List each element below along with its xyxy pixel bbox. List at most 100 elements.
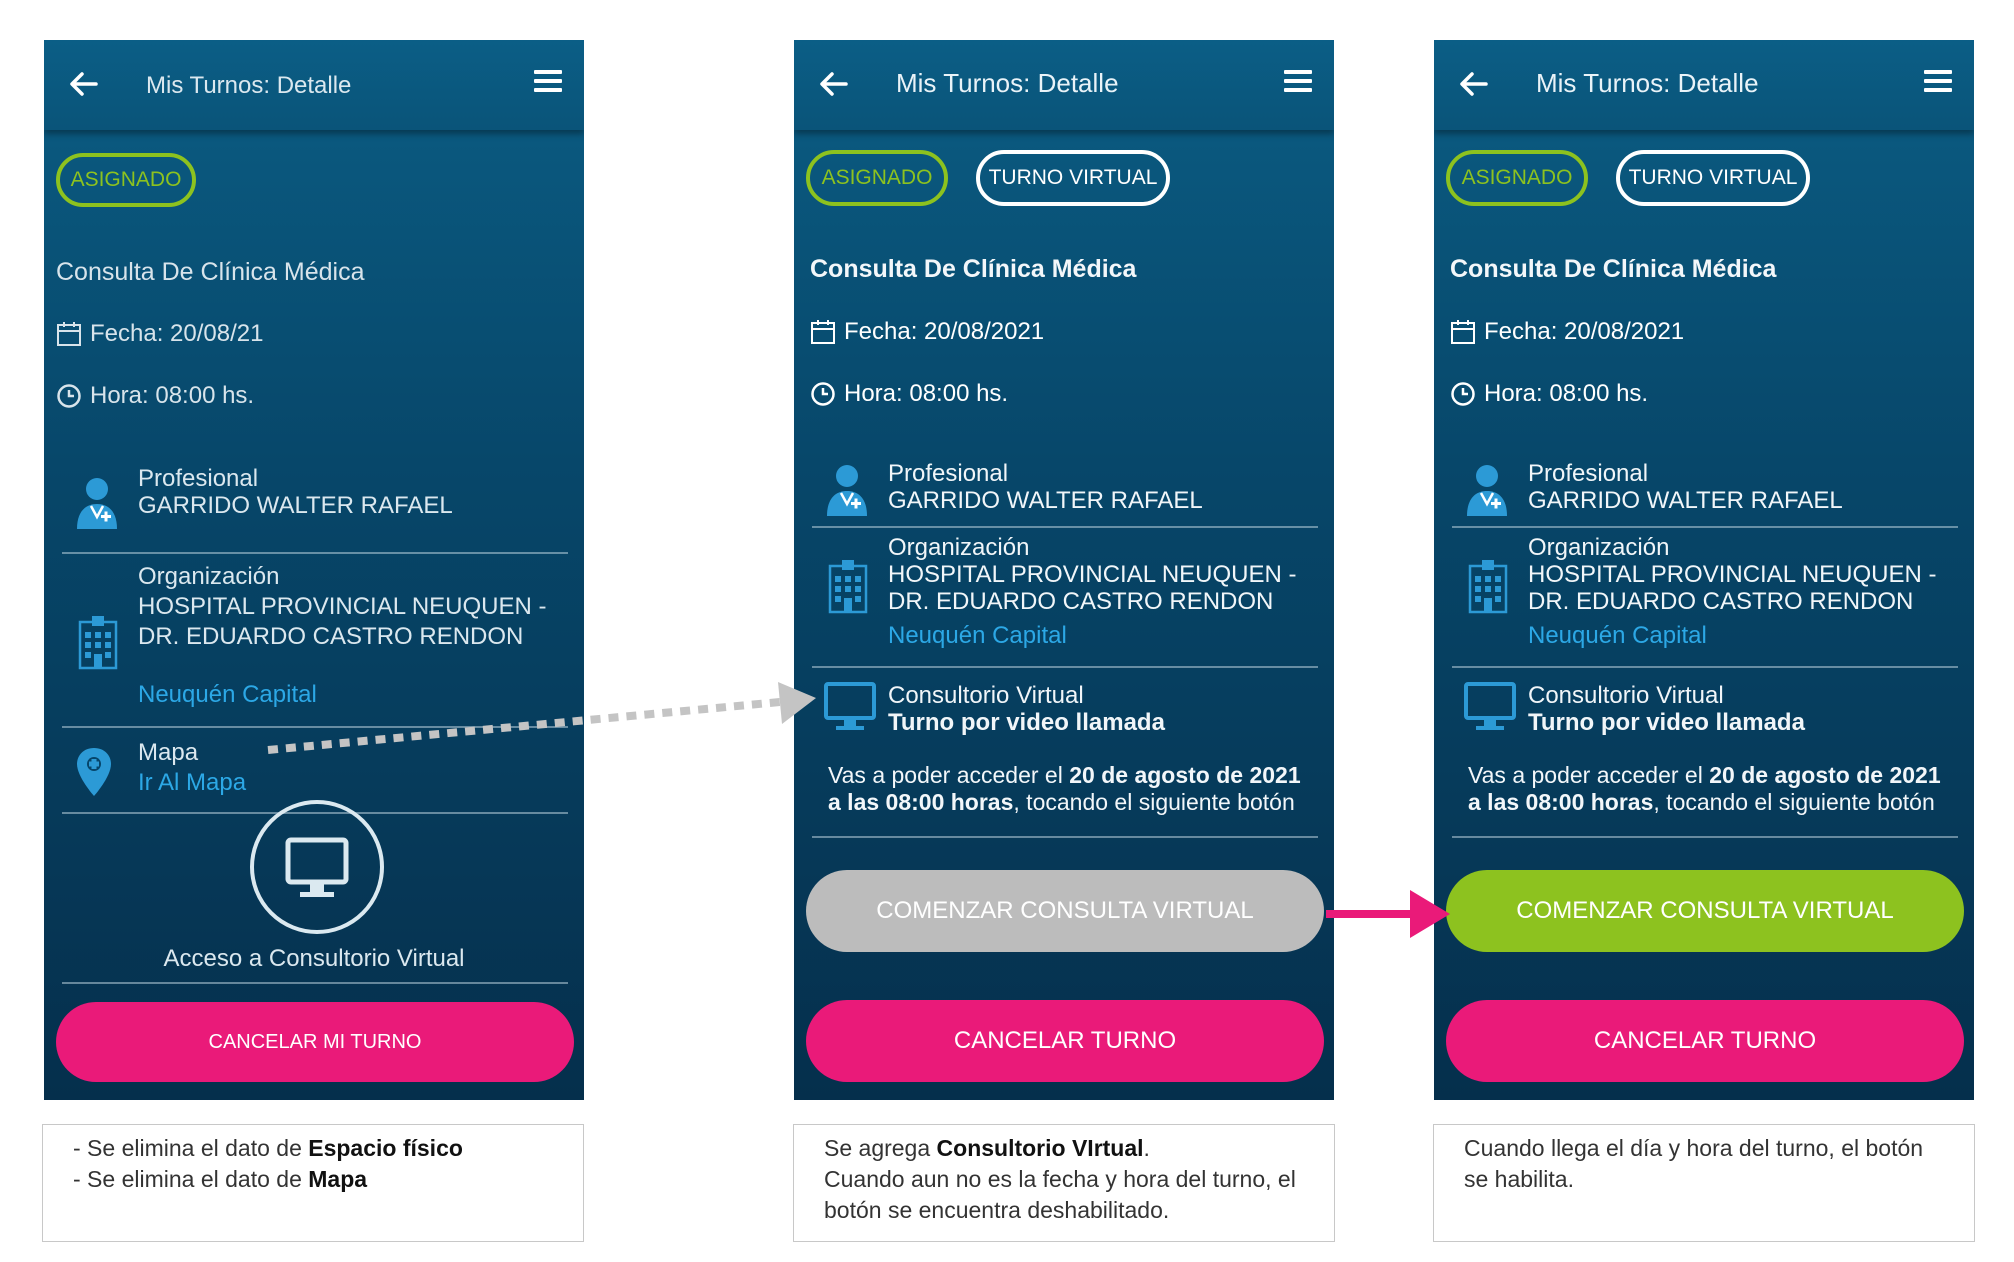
clock-icon bbox=[811, 382, 835, 406]
time-text: Hora: 08:00 hs. bbox=[90, 382, 255, 409]
professional-item: Profesional GARRIDO WALTER RAFAEL bbox=[1452, 452, 1958, 522]
hospital-building-icon bbox=[828, 560, 868, 614]
date-text: Fecha: 20/08/21 bbox=[90, 320, 264, 347]
time-row: Hora: 08:00 hs. bbox=[1450, 380, 1648, 408]
virtual-access-label: Acceso a Consultorio Virtual bbox=[163, 945, 465, 972]
virtual-office-item: Consultorio Virtual Turno por video llam… bbox=[812, 676, 1318, 746]
app-bar: Mis Turnos: Detalle bbox=[1434, 40, 1974, 130]
date-text: Fecha: 20/08/2021 bbox=[1484, 318, 1685, 345]
organization-label: Organización bbox=[888, 534, 1030, 561]
organization-item: Organización HOSPITAL PROVINCIAL NEUQUEN… bbox=[812, 534, 1318, 664]
professional-name: GARRIDO WALTER RAFAEL bbox=[138, 492, 453, 519]
start-virtual-consultation-button[interactable]: COMENZAR CONSULTA VIRTUAL bbox=[806, 870, 1324, 952]
divider bbox=[62, 552, 568, 554]
professional-item: Profesional GARRIDO WALTER RAFAEL bbox=[812, 452, 1318, 522]
divider bbox=[1452, 526, 1958, 528]
divider bbox=[812, 666, 1318, 668]
professional-item: Profesional GARRIDO WALTER RAFAEL bbox=[62, 455, 568, 545]
status-chip-asignado: ASIGNADO bbox=[1446, 150, 1588, 206]
date-text: Fecha: 20/08/2021 bbox=[844, 318, 1045, 345]
organization-item: Organización HOSPITAL PROVINCIAL NEUQUEN… bbox=[1452, 534, 1958, 664]
divider bbox=[62, 982, 568, 984]
back-arrow-icon[interactable] bbox=[816, 66, 852, 102]
time-text: Hora: 08:00 hs. bbox=[1484, 380, 1649, 407]
access-date: 20 de agosto de 2021 bbox=[1709, 762, 1941, 788]
note-text: Cuando llega el día y hora del turno, el… bbox=[1464, 1135, 1924, 1161]
hospital-building-icon bbox=[1468, 560, 1508, 614]
calendar-icon bbox=[57, 322, 81, 346]
hamburger-menu-icon[interactable] bbox=[1284, 70, 1312, 94]
organization-name-line1: HOSPITAL PROVINCIAL NEUQUEN - bbox=[1528, 561, 1937, 588]
note-box-button-enabled: Cuando llega el día y hora del turno, el… bbox=[1433, 1124, 1975, 1242]
doctor-icon bbox=[1467, 465, 1507, 516]
consultation-title: Consulta De Clínica Médica bbox=[1450, 255, 1777, 283]
hamburger-menu-icon[interactable] bbox=[534, 70, 562, 94]
start-virtual-consultation-button[interactable]: COMENZAR CONSULTA VIRTUAL bbox=[1446, 870, 1964, 952]
back-arrow-icon[interactable] bbox=[66, 66, 102, 102]
back-arrow-icon[interactable] bbox=[1456, 66, 1492, 102]
professional-name: GARRIDO WALTER RAFAEL bbox=[1528, 487, 1843, 514]
organization-city: Neuquén Capital bbox=[138, 681, 317, 708]
date-row: Fecha: 20/08/2021 bbox=[1450, 318, 1684, 346]
consultation-title: Consulta De Clínica Médica bbox=[810, 255, 1137, 283]
time-text: Hora: 08:00 hs. bbox=[844, 380, 1009, 407]
type-chip-turno-virtual: TURNO VIRTUAL bbox=[976, 150, 1170, 206]
professional-label: Profesional bbox=[138, 465, 259, 492]
app-bar: Mis Turnos: Detalle bbox=[794, 40, 1334, 130]
divider bbox=[812, 836, 1318, 838]
access-text-post: , tocando el siguiente botón bbox=[1013, 789, 1295, 815]
clock-icon bbox=[57, 384, 81, 408]
status-chip-asignado: ASIGNADO bbox=[56, 153, 196, 207]
cancel-appointment-button[interactable]: CANCELAR TURNO bbox=[1446, 1000, 1964, 1082]
divider bbox=[1452, 836, 1958, 838]
virtual-office-item: Consultorio Virtual Turno por video llam… bbox=[1452, 676, 1958, 746]
note-text: se habilita. bbox=[1464, 1166, 1574, 1192]
note-text: botón se encuentra deshabilitado. bbox=[824, 1197, 1170, 1223]
access-time: a las 08:00 horas bbox=[1468, 789, 1654, 815]
note-box-removed-fields: - Se elimina el dato de Espacio físico -… bbox=[42, 1124, 584, 1242]
map-link[interactable]: Ir Al Mapa bbox=[138, 769, 247, 796]
note-bold: Mapa bbox=[308, 1166, 368, 1192]
access-text-pre: Vas a poder acceder el bbox=[828, 762, 1070, 788]
map-item[interactable]: Mapa Ir Al Mapa bbox=[62, 736, 568, 816]
organization-name-line1: HOSPITAL PROVINCIAL NEUQUEN - bbox=[138, 593, 547, 620]
virtual-office-label: Consultorio Virtual bbox=[1528, 682, 1724, 709]
hamburger-menu-icon[interactable] bbox=[1924, 70, 1952, 94]
organization-name-line2: DR. EDUARDO CASTRO RENDON bbox=[1528, 588, 1914, 615]
organization-label: Organización bbox=[138, 563, 280, 590]
pink-arrow bbox=[1326, 890, 1450, 938]
organization-name-line2: DR. EDUARDO CASTRO RENDON bbox=[888, 588, 1274, 615]
screen-original: Mis Turnos: Detalle ASIGNADO Consulta De… bbox=[44, 40, 584, 1100]
access-time: a las 08:00 horas bbox=[828, 789, 1014, 815]
access-text-post: , tocando el siguiente botón bbox=[1653, 789, 1935, 815]
note-text: Se agrega bbox=[824, 1135, 937, 1161]
status-chip-asignado: ASIGNADO bbox=[806, 150, 948, 206]
screen-virtual-enabled: Mis Turnos: Detalle ASIGNADO TURNO VIRTU… bbox=[1434, 40, 1974, 1100]
monitor-icon bbox=[1464, 682, 1516, 730]
access-text-pre: Vas a poder acceder el bbox=[1468, 762, 1710, 788]
calendar-icon bbox=[811, 320, 835, 344]
note-text: . bbox=[1143, 1135, 1150, 1161]
dotted-gray-arrow bbox=[267, 682, 816, 754]
access-description: Vas a poder acceder el 20 de agosto de 2… bbox=[1468, 762, 1948, 816]
organization-city: Neuquén Capital bbox=[1528, 622, 1707, 649]
page-title: Mis Turnos: Detalle bbox=[1536, 68, 1759, 98]
page-title: Mis Turnos: Detalle bbox=[146, 72, 352, 99]
time-row: Hora: 08:00 hs. bbox=[56, 382, 254, 410]
map-label: Mapa bbox=[138, 739, 199, 766]
organization-name-line1: HOSPITAL PROVINCIAL NEUQUEN - bbox=[888, 561, 1297, 588]
map-pin-icon bbox=[77, 748, 111, 796]
access-description: Vas a poder acceder el 20 de agosto de 2… bbox=[828, 762, 1308, 816]
cancel-appointment-button[interactable]: CANCELAR TURNO bbox=[806, 1000, 1324, 1082]
professional-name: GARRIDO WALTER RAFAEL bbox=[888, 487, 1203, 514]
note-text: - Se elimina el dato de bbox=[73, 1166, 309, 1192]
date-row: Fecha: 20/08/21 bbox=[56, 320, 263, 348]
virtual-office-subtitle: Turno por video llamada bbox=[888, 709, 1165, 736]
note-text: Cuando aun no es la fecha y hora del tur… bbox=[824, 1166, 1296, 1192]
note-bold: Consultorio VIrtual bbox=[936, 1135, 1144, 1161]
virtual-access-button[interactable] bbox=[250, 800, 384, 934]
organization-name-line2: DR. EDUARDO CASTRO RENDON bbox=[138, 623, 524, 650]
doctor-icon bbox=[827, 465, 867, 516]
virtual-office-subtitle: Turno por video llamada bbox=[1528, 709, 1805, 736]
cancel-appointment-button[interactable]: CANCELAR MI TURNO bbox=[56, 1002, 574, 1082]
